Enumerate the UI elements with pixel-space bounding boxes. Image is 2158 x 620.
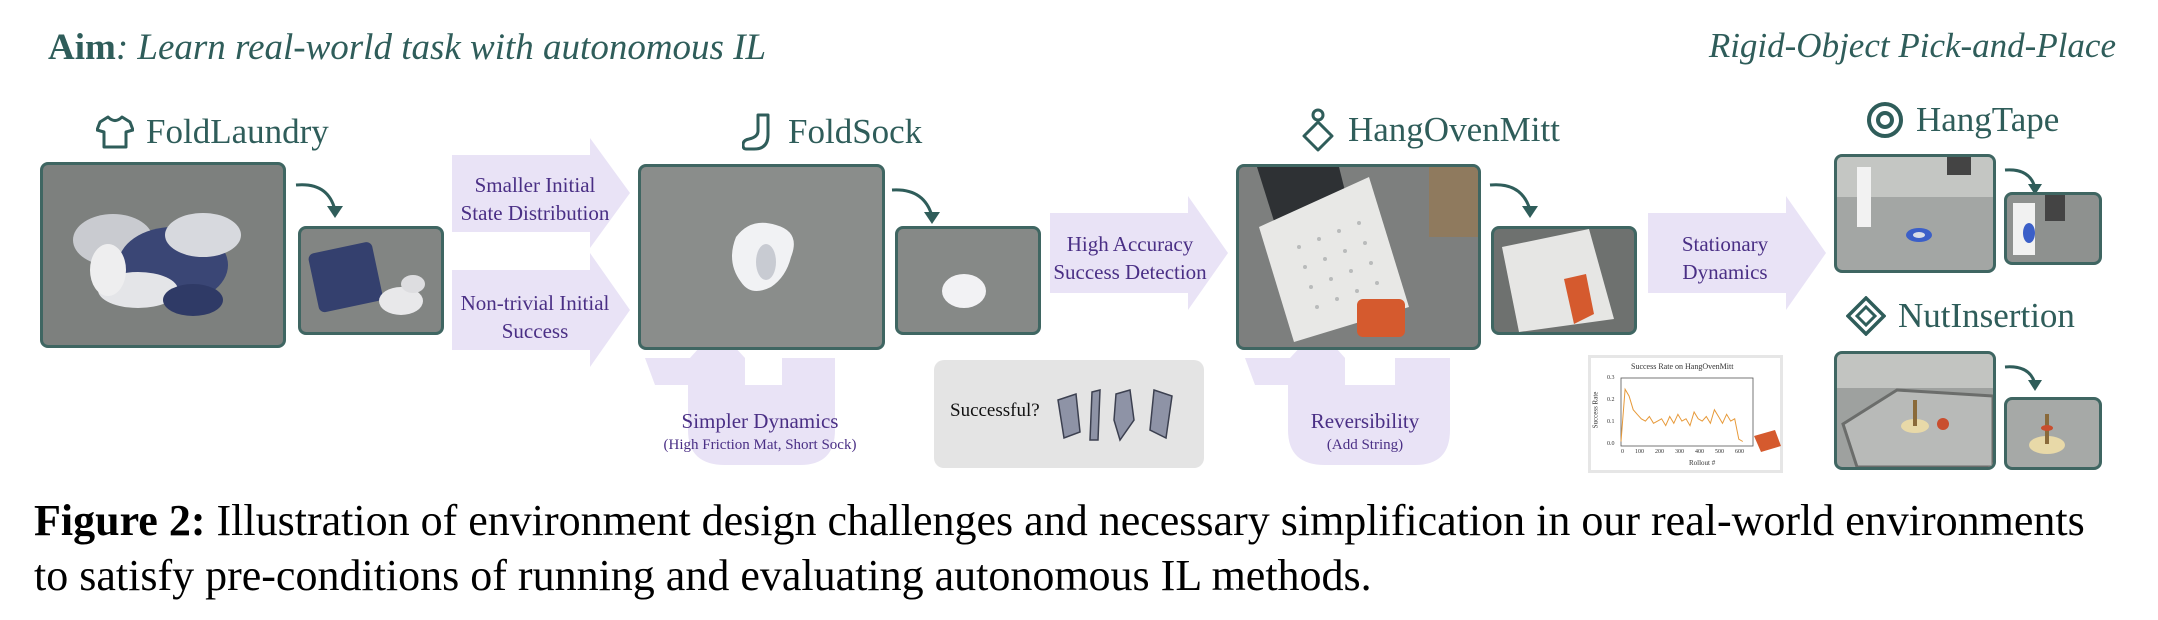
- hangtape-initial-photo: [1834, 154, 1996, 273]
- oven-mitt-thumbnail: [1754, 430, 1781, 452]
- arrow-nontrivial-initial: [452, 253, 630, 367]
- sock-icon: [742, 113, 770, 151]
- simpler-dynamics-text: Simpler Dynamics: [681, 409, 839, 433]
- y-tick-2: 0.2: [1607, 397, 1615, 403]
- y-tick-1: 0.1: [1607, 419, 1615, 425]
- nontrivial-initial-text: Non-trivial Initial Success: [460, 291, 610, 343]
- task-hangtape: HangTape: [1866, 100, 2059, 140]
- foldsock-initial-photo: [638, 164, 885, 350]
- arrow-simpler-dynamics: [645, 358, 835, 465]
- aim-label: Aim: [48, 27, 116, 68]
- reversibility-text: Reversibility: [1310, 409, 1420, 433]
- x-tick-3: 300: [1675, 449, 1684, 455]
- nut-icon: [1846, 296, 1886, 336]
- task-hangovenmitt: HangOvenMitt: [1300, 108, 1560, 152]
- arrow-smaller-initial: [452, 138, 630, 248]
- task-foldsock: FoldSock: [742, 112, 922, 152]
- x-tick-4: 400: [1695, 449, 1704, 455]
- arrow-layer: [295, 138, 2042, 465]
- hangtape-goal-photo: [2004, 192, 2102, 265]
- x-tick-6: 600: [1735, 449, 1744, 455]
- caption-label: Figure 2:: [34, 496, 206, 545]
- y-tick-0: 0.0: [1607, 441, 1615, 447]
- x-tick-0: 0: [1621, 449, 1624, 455]
- stationary-text: Stationary Dynamics: [1681, 232, 1769, 284]
- chart-plot: [1620, 377, 1754, 447]
- tape-icon: [1867, 102, 1903, 138]
- y-tick-3: 0.3: [1607, 375, 1615, 381]
- task-name: HangTape: [1916, 100, 2060, 139]
- success-rate-chart: Success Rate on HangOvenMitt Success Rat…: [1588, 355, 1783, 473]
- nutinsertion-initial-photo: [1834, 351, 1996, 470]
- task-foldlaundry: FoldLaundry: [96, 112, 329, 152]
- chart-xlabel: Rollout #: [1689, 459, 1716, 467]
- task-name: FoldSock: [788, 112, 923, 151]
- arrow-high-accuracy: [1050, 196, 1228, 310]
- hangovenmitt-initial-photo: [1236, 164, 1481, 350]
- curve-arrow-1: [295, 183, 337, 211]
- figure-caption: Figure 2: Illustration of environment de…: [34, 494, 2124, 603]
- chart-title: Success Rate on HangOvenMitt: [1631, 362, 1734, 371]
- shirt-icon: [96, 115, 134, 149]
- sock-thumbnails: [1057, 388, 1173, 442]
- smaller-initial-text: Smaller Initial State Distribution: [460, 173, 610, 225]
- category-label: Rigid-Object Pick-and-Place: [1708, 26, 2116, 65]
- arrow-stationary: [1648, 196, 1826, 310]
- task-nutinsertion: NutInsertion: [1846, 296, 2075, 336]
- success-question: Successful?: [950, 400, 1040, 421]
- nutinsertion-goal-photo: [2004, 397, 2102, 470]
- curve-arrow-3: [1489, 183, 1532, 211]
- series-line: [1620, 387, 1744, 442]
- foldlaundry-goal-photo: [298, 226, 444, 335]
- task-name: HangOvenMitt: [1348, 110, 1560, 149]
- curve-arrow-2: [891, 188, 934, 217]
- caption-text: Illustration of environment design chall…: [34, 496, 2085, 600]
- arrow-reversibility: [1245, 358, 1450, 465]
- oven-mitt-icon: [1302, 108, 1334, 152]
- foldsock-goal-photo: [895, 226, 1041, 335]
- aim-text: : Learn real-world task with autonomous …: [115, 27, 767, 68]
- x-tick-5: 500: [1715, 449, 1724, 455]
- task-name: FoldLaundry: [146, 112, 329, 151]
- high-accuracy-text: High Accuracy Success Detection: [1053, 232, 1207, 284]
- simpler-dynamics-note: (High Friction Mat, Short Sock): [663, 437, 857, 453]
- aim-statement: Aim: Learn real-world task with autonomo…: [48, 26, 766, 69]
- hangovenmitt-goal-photo: [1491, 226, 1637, 335]
- foldlaundry-initial-photo: [40, 162, 286, 348]
- success-detection-box: Successful?: [934, 360, 1204, 468]
- reversibility-note: (Add String): [1326, 437, 1404, 453]
- task-name: NutInsertion: [1898, 296, 2075, 335]
- x-tick-2: 200: [1655, 449, 1664, 455]
- x-tick-1: 100: [1635, 449, 1644, 455]
